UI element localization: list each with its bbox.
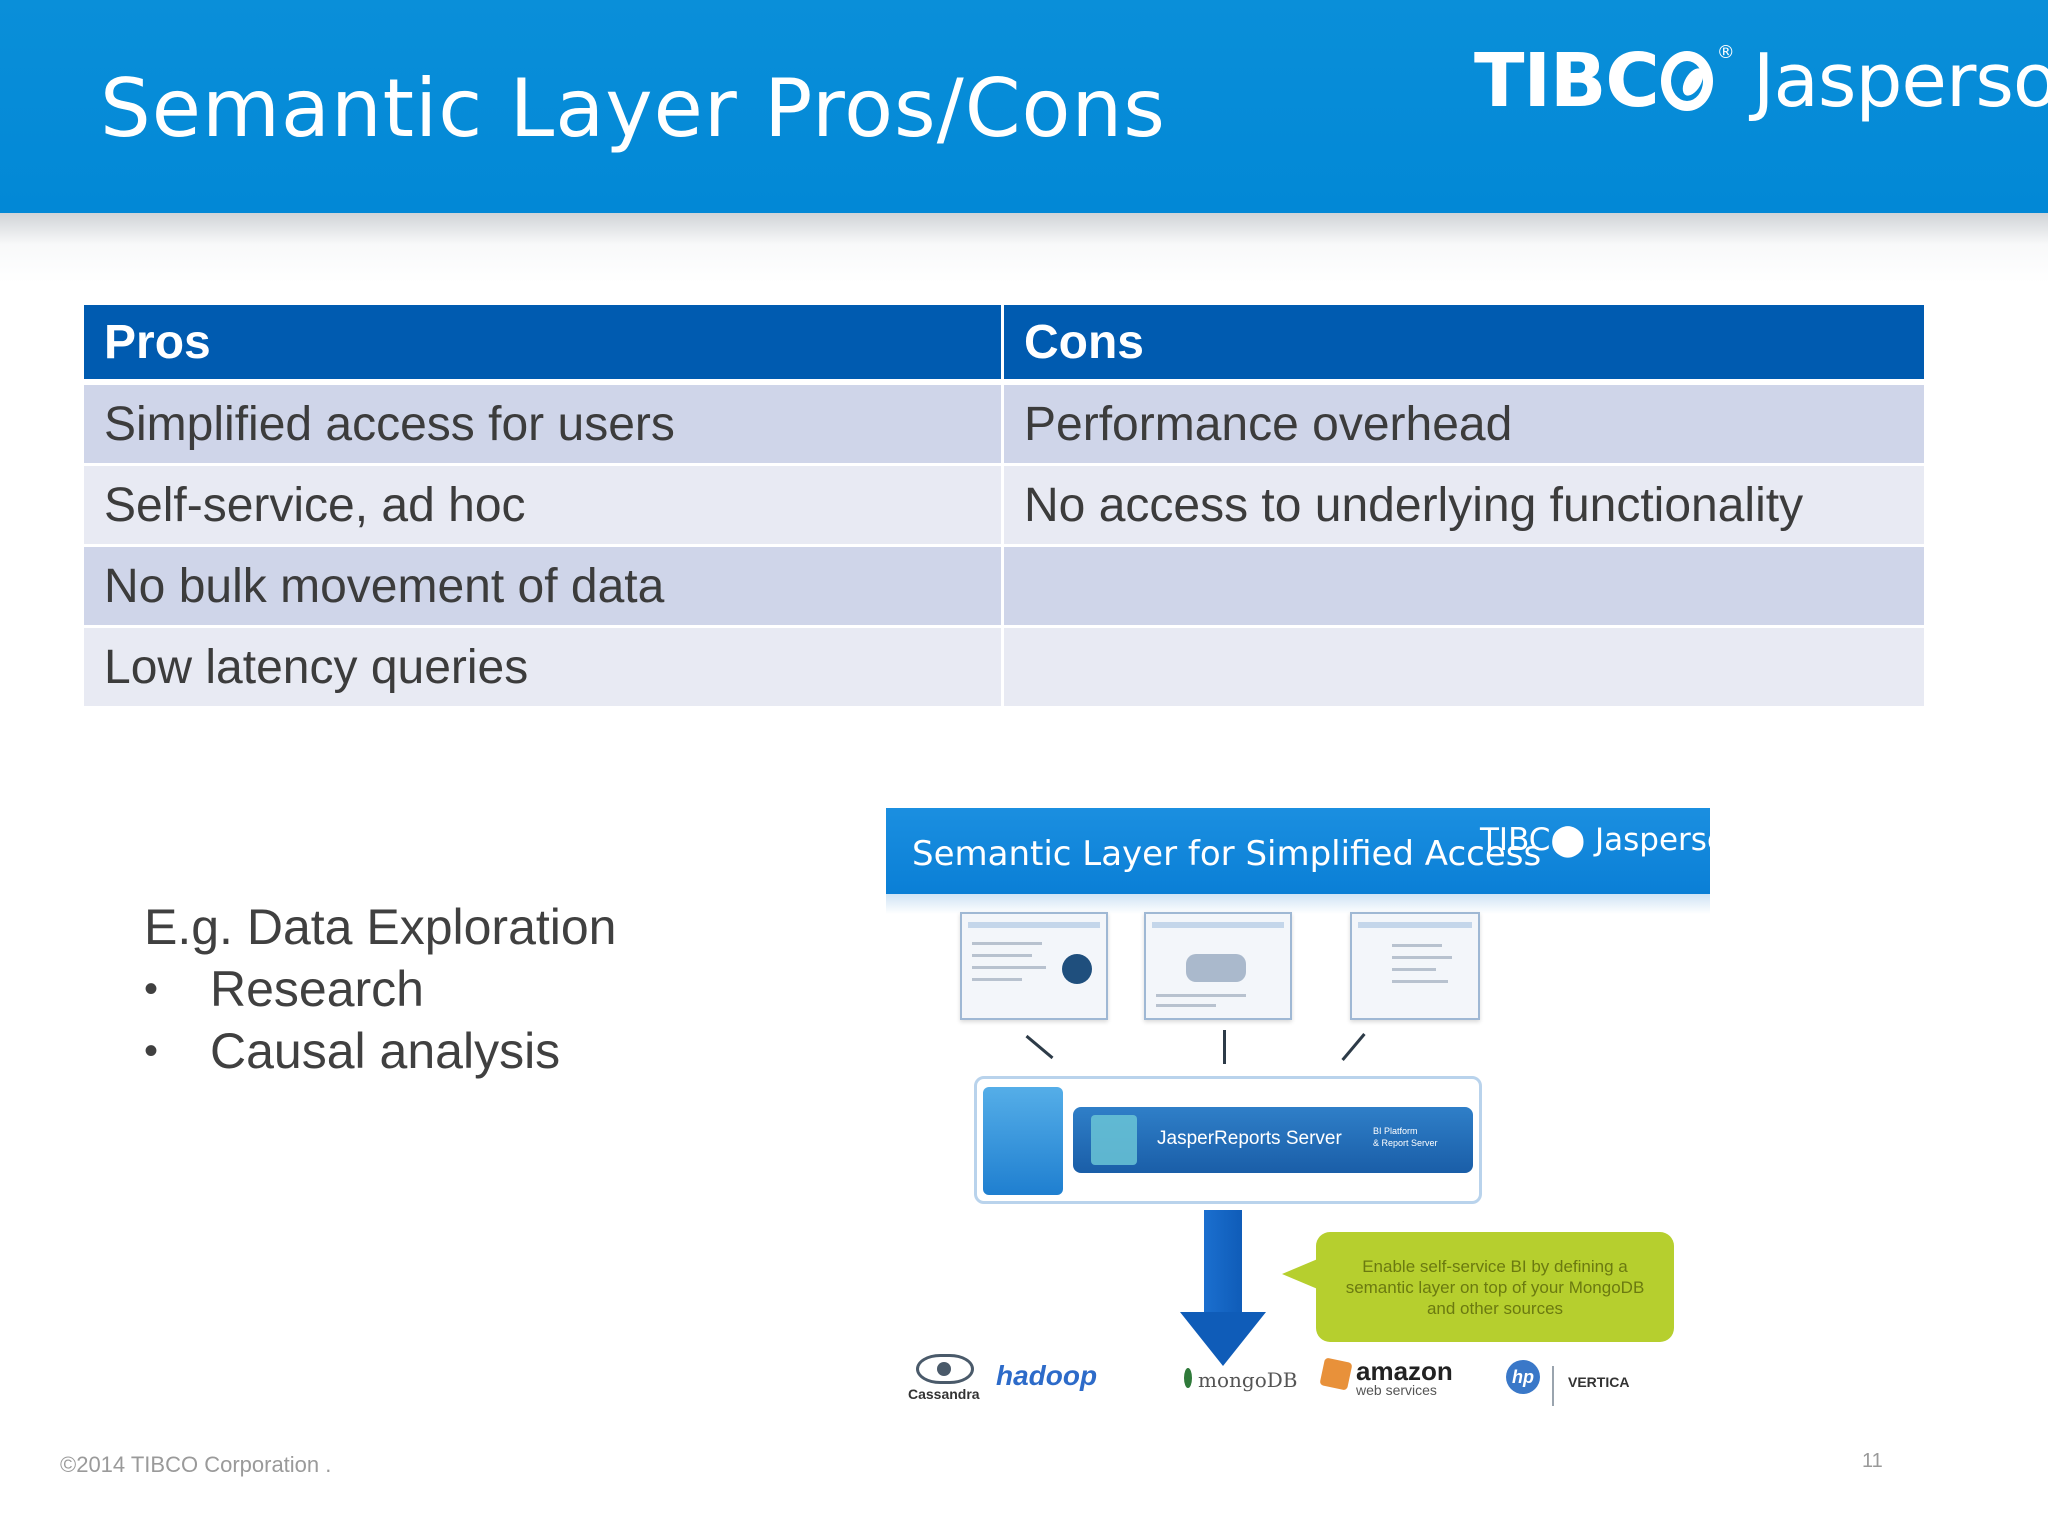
table-row: No bulk movement of data bbox=[84, 547, 1924, 628]
table-cell: Self-service, ad hoc bbox=[84, 466, 1004, 547]
table-cell bbox=[1004, 628, 1924, 709]
slide-title: Semantic Layer Pros/Cons bbox=[100, 62, 1166, 155]
logo-brand: TIBC bbox=[1474, 38, 1660, 124]
cassandra-logo: Cassandra bbox=[908, 1386, 980, 1402]
table-row: Simplified access for users Performance … bbox=[84, 385, 1924, 466]
tibco-ball-icon bbox=[1660, 51, 1713, 111]
table-cell: Performance overhead bbox=[1004, 385, 1924, 466]
jasperreports-server-bar: JasperReports Server BI Platform & Repor… bbox=[1073, 1107, 1473, 1173]
list-item: • Research bbox=[144, 958, 617, 1020]
server-box: JasperReports Server BI Platform & Repor… bbox=[974, 1076, 1482, 1204]
server-name: JasperReports Server bbox=[1157, 1128, 1342, 1149]
semantic-layer-diagram: Semantic Layer for Simplified Access TIB… bbox=[886, 808, 1748, 1428]
bullet-icon: • bbox=[144, 1029, 159, 1073]
report-designer-panel bbox=[983, 1087, 1063, 1195]
callout-bubble: Enable self-service BI by defining a sem… bbox=[1316, 1232, 1674, 1342]
header-shadow bbox=[0, 213, 2048, 283]
table-row: Self-service, ad hoc No access to underl… bbox=[84, 466, 1924, 547]
table-row: Low latency queries bbox=[84, 628, 1924, 709]
example-title: E.g. Data Exploration bbox=[144, 899, 617, 955]
logo-product: Jaspersoft bbox=[1752, 38, 2048, 124]
pie-chart-icon bbox=[1062, 954, 1092, 984]
hadoop-logo: hadoop bbox=[996, 1360, 1098, 1391]
dashboard-thumbnail bbox=[960, 912, 1108, 1020]
vertica-logo: VERTICA bbox=[1568, 1374, 1630, 1390]
callout-pointer bbox=[1282, 1258, 1320, 1290]
page-number: 11 bbox=[1862, 1450, 1883, 1472]
diagram-banner-title: Semantic Layer for Simplified Access bbox=[912, 834, 1542, 874]
diagram-banner: Semantic Layer for Simplified Access TIB… bbox=[886, 808, 1748, 894]
server-subtitle: BI Platform & Report Server bbox=[1373, 1126, 1438, 1148]
slide-header: Semantic Layer Pros/Cons TIBC ® Jasperso… bbox=[0, 0, 2048, 213]
list-item-label: Causal analysis bbox=[210, 1023, 561, 1079]
connector-line bbox=[1223, 1030, 1226, 1064]
cassandra-eye-icon bbox=[916, 1354, 974, 1384]
down-arrow-head bbox=[1180, 1312, 1266, 1366]
bullet-icon: • bbox=[144, 967, 159, 1011]
amazon-logo: amazon bbox=[1356, 1356, 1453, 1386]
table-cell: Low latency queries bbox=[84, 628, 1004, 709]
table-cell: No bulk movement of data bbox=[84, 547, 1004, 628]
down-arrow-icon bbox=[1204, 1210, 1242, 1314]
adhoc-editor-thumbnail bbox=[1350, 912, 1480, 1020]
tibco-jaspersoft-logo: TIBC ® Jaspersoft bbox=[1474, 36, 2048, 126]
server-cube-icon bbox=[1091, 1115, 1137, 1165]
footer-copyright: ©2014 TIBCO Corporation . bbox=[60, 1452, 332, 1477]
aws-cube-icon bbox=[1319, 1357, 1353, 1391]
list-item-label: Research bbox=[210, 961, 424, 1017]
mongodb-leaf-icon bbox=[1184, 1368, 1192, 1388]
table-cell: Simplified access for users bbox=[84, 385, 1004, 466]
mongodb-logo: mongoDB bbox=[1198, 1368, 1298, 1392]
banner-shadow bbox=[886, 894, 1710, 914]
logo-trademark: ® bbox=[1716, 42, 1735, 63]
world-map-icon bbox=[1186, 954, 1246, 982]
table-cell: No access to underlying functionality bbox=[1004, 466, 1924, 547]
connector-line bbox=[1025, 1034, 1054, 1060]
logo-divider bbox=[1552, 1366, 1554, 1406]
hp-logo: hp bbox=[1506, 1360, 1540, 1394]
column-header-cons: Cons bbox=[1004, 305, 1924, 385]
table-header-row: Pros Cons bbox=[84, 305, 1924, 385]
connector-line bbox=[1341, 1033, 1366, 1061]
list-item: • Causal analysis bbox=[144, 1020, 617, 1082]
example-list: E.g. Data Exploration • Research • Causa… bbox=[144, 896, 617, 1082]
diagram-banner-logo: TIBC⬤ Jaspersoft bbox=[1480, 822, 1749, 858]
callout-text: Enable self-service BI by defining a sem… bbox=[1345, 1257, 1645, 1318]
pros-cons-table: Pros Cons Simplified access for users Pe… bbox=[84, 305, 1924, 709]
map-report-thumbnail bbox=[1144, 912, 1292, 1020]
table-cell bbox=[1004, 547, 1924, 628]
column-header-pros: Pros bbox=[84, 305, 1004, 385]
aws-subtitle: web services bbox=[1356, 1382, 1437, 1398]
